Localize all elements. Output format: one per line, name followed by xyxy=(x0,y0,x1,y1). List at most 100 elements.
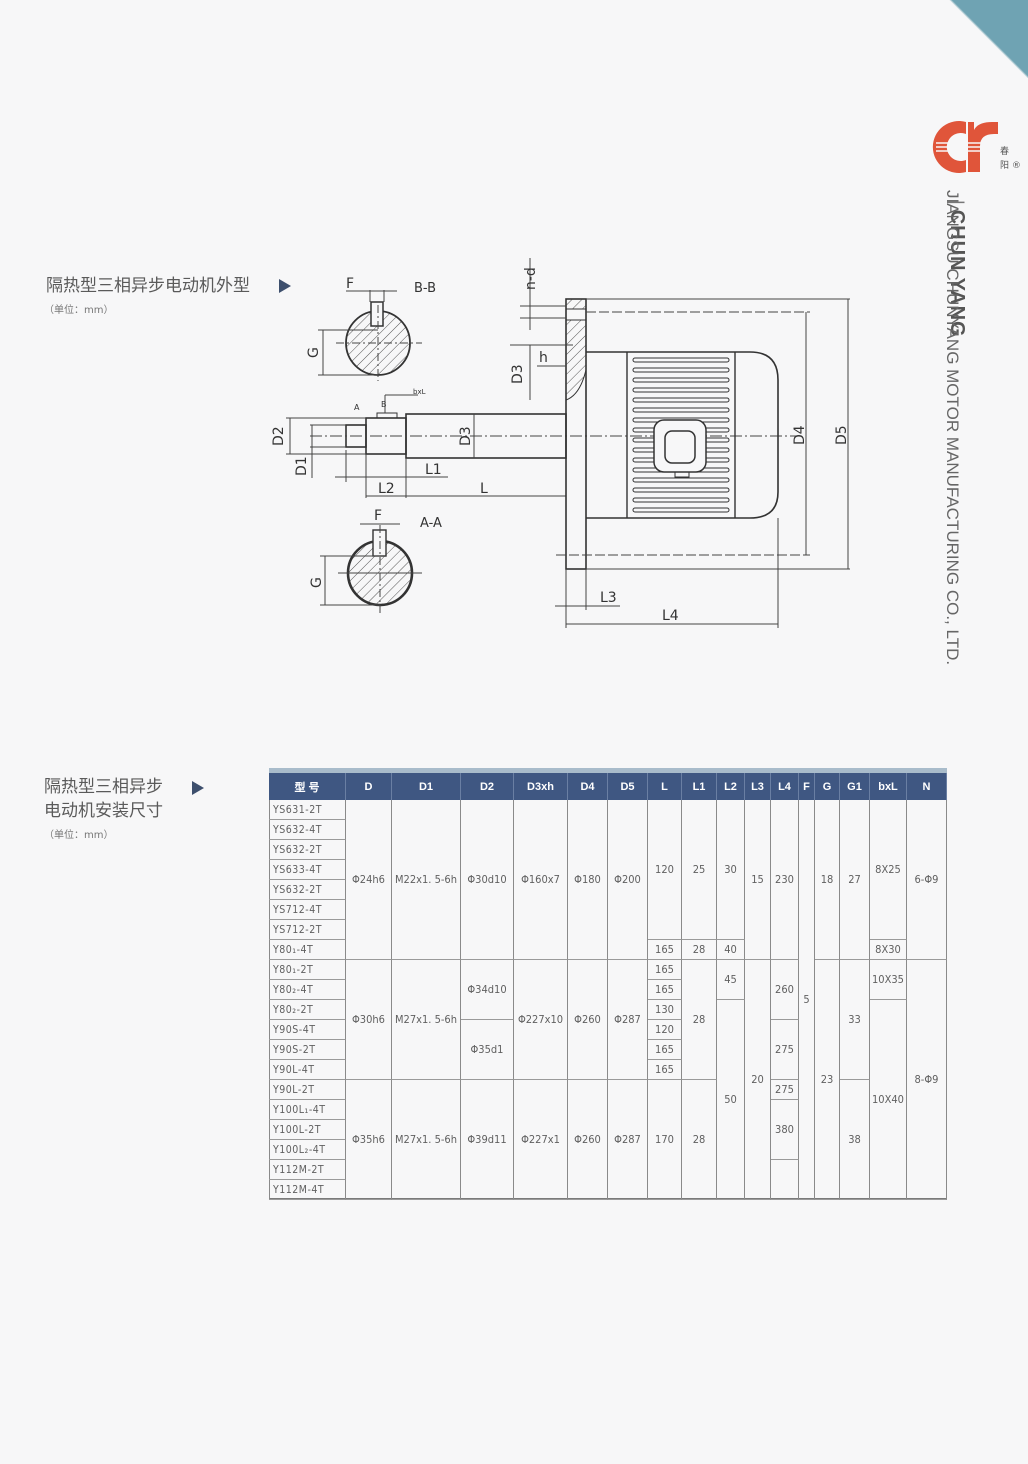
dimension-cell-d2: Φ30d10 xyxy=(461,800,514,960)
svg-text:F: F xyxy=(374,508,382,524)
column-header-d4: D4 xyxy=(568,773,608,800)
model-cell: Y112M-2T xyxy=(269,1160,346,1180)
svg-text:G: G xyxy=(306,347,322,358)
svg-text:D2: D2 xyxy=(271,426,287,446)
svg-text:L3: L3 xyxy=(600,590,617,606)
dimension-cell-l1: 25 xyxy=(682,800,717,940)
column-header-l: L xyxy=(648,773,682,800)
dimension-cell-n: 8-Φ9 xyxy=(907,960,947,1200)
column-header-d1: D1 xyxy=(392,773,461,800)
dimension-cell-d4: Φ180 xyxy=(568,800,608,960)
dimension-cell-g1: 38 xyxy=(840,1080,870,1200)
dimension-cell-l4: 260 xyxy=(771,960,799,1020)
dimension-cell-l: 165 xyxy=(648,980,682,1000)
dimension-cell-l1: 28 xyxy=(682,940,717,960)
column-header-g1: G1 xyxy=(840,773,870,800)
dimension-cell-d2: Φ34d10 xyxy=(461,960,514,1020)
model-cell: Y100L₁-4T xyxy=(269,1100,346,1120)
column-header-model: 型 号 xyxy=(269,773,346,800)
logo-chinese-text: 春 阳 ® xyxy=(1000,147,1021,171)
dimension-cell-d4: Φ260 xyxy=(568,1080,608,1200)
model-cell: Y80₂-2T xyxy=(269,1000,346,1020)
column-header-d3xh: D3xh xyxy=(514,773,568,800)
dimension-cell-l: 120 xyxy=(648,800,682,940)
svg-text:D4: D4 xyxy=(792,425,808,445)
dimension-cell-l1: 28 xyxy=(682,960,717,1080)
dimension-cell-bxl: 8X25 xyxy=(870,800,907,940)
column-header-d5: D5 xyxy=(608,773,648,800)
column-header-bxl: bxL xyxy=(870,773,907,800)
dimension-cell-l2: 50 xyxy=(717,1000,745,1200)
model-cell: YS632-2T xyxy=(269,880,346,900)
svg-text:A: A xyxy=(354,403,360,412)
model-cell: Y90L-4T xyxy=(269,1060,346,1080)
section2-unit: （单位：mm） xyxy=(44,830,114,841)
dimension-cell-d1: M27x1. 5-6h xyxy=(392,960,461,1080)
model-cell: Y90S-4T xyxy=(269,1020,346,1040)
svg-text:G: G xyxy=(309,577,325,588)
svg-text:n-d: n-d xyxy=(523,267,539,290)
dimension-cell-l: 120 xyxy=(648,1020,682,1040)
dimension-cell-d3xh: Φ227x10 xyxy=(514,960,568,1080)
dimension-cell-d1: M27x1. 5-6h xyxy=(392,1080,461,1200)
dimension-cell-l: 165 xyxy=(648,1040,682,1060)
corner-decoration xyxy=(948,0,1028,78)
svg-text:L4: L4 xyxy=(662,608,679,624)
model-cell: Y80₁-2T xyxy=(269,960,346,980)
dimension-cell-l: 165 xyxy=(648,960,682,980)
dimension-cell-g: 23 xyxy=(815,960,840,1200)
column-header-f: F xyxy=(799,773,815,800)
model-cell: YS631-2T xyxy=(269,800,346,820)
dimension-cell-bxl: 10X35 xyxy=(870,960,907,1000)
svg-text:D3: D3 xyxy=(458,426,474,446)
arrow-right-icon xyxy=(192,781,204,795)
dimension-cell-l: 170 xyxy=(648,1080,682,1200)
dimension-cell-l1: 28 xyxy=(682,1080,717,1200)
model-cell: Y80₁-4T xyxy=(269,940,346,960)
section2-title: 隔热型三相异步 电动机安装尺寸 xyxy=(44,777,163,821)
svg-text:B-B: B-B xyxy=(414,281,436,296)
svg-text:B: B xyxy=(381,400,387,409)
model-cell: YS632-4T xyxy=(269,820,346,840)
dimension-cell-d5: Φ287 xyxy=(608,1080,648,1200)
column-header-l2: L2 xyxy=(717,773,745,800)
chunyang-logo-icon xyxy=(932,121,998,173)
dimension-cell-l: 130 xyxy=(648,1000,682,1020)
model-cell: Y100L-2T xyxy=(269,1120,346,1140)
dimension-cell-l2: 40 xyxy=(717,940,745,960)
model-cell: Y80₂-4T xyxy=(269,980,346,1000)
dimension-cell-d: Φ35h6 xyxy=(346,1080,392,1200)
dimension-cell-d: Φ30h6 xyxy=(346,960,392,1080)
model-cell: YS632-2T xyxy=(269,840,346,860)
dimension-cell-d: Φ24h6 xyxy=(346,800,392,960)
dimension-cell-d5: Φ200 xyxy=(608,800,648,960)
column-header-l3: L3 xyxy=(745,773,771,800)
dimension-cell-d5: Φ287 xyxy=(608,960,648,1080)
dimension-cell-l4 xyxy=(771,1160,799,1200)
svg-text:bxL: bxL xyxy=(413,388,426,396)
section1-unit: （单位：mm） xyxy=(44,305,114,316)
model-cell: Y90S-2T xyxy=(269,1040,346,1060)
table-header-band xyxy=(269,768,947,773)
model-cell: Y112M-4T xyxy=(269,1180,346,1200)
dimension-cell-d3xh: Φ160x7 xyxy=(514,800,568,960)
dimension-cell-l: 165 xyxy=(648,1060,682,1080)
dimension-cell-l4: 380 xyxy=(771,1100,799,1160)
dimension-cell-g: 18 xyxy=(815,800,840,960)
svg-text:D1: D1 xyxy=(294,456,310,476)
svg-text:L2: L2 xyxy=(378,481,395,497)
dimension-cell-d1: M22x1. 5-6h xyxy=(392,800,461,960)
model-cell: YS712-2T xyxy=(269,920,346,940)
svg-text:A-A: A-A xyxy=(420,516,442,531)
arrow-right-icon xyxy=(279,279,291,293)
column-header-d: D xyxy=(346,773,392,800)
dimension-cell-d3xh: Φ227x1 xyxy=(514,1080,568,1200)
label-F: F xyxy=(346,276,354,292)
motor-outline-drawing: F B-B G bxL A B D2 D1 D3 L1 L2 L F A-A G… xyxy=(271,258,850,628)
svg-text:D3: D3 xyxy=(510,364,526,384)
model-cell: YS633-4T xyxy=(269,860,346,880)
section1-title: 隔热型三相异步电动机外型 xyxy=(46,276,250,296)
dimension-cell-bxl: 10X40 xyxy=(870,1000,907,1200)
dimension-cell-l2: 45 xyxy=(717,960,745,1000)
